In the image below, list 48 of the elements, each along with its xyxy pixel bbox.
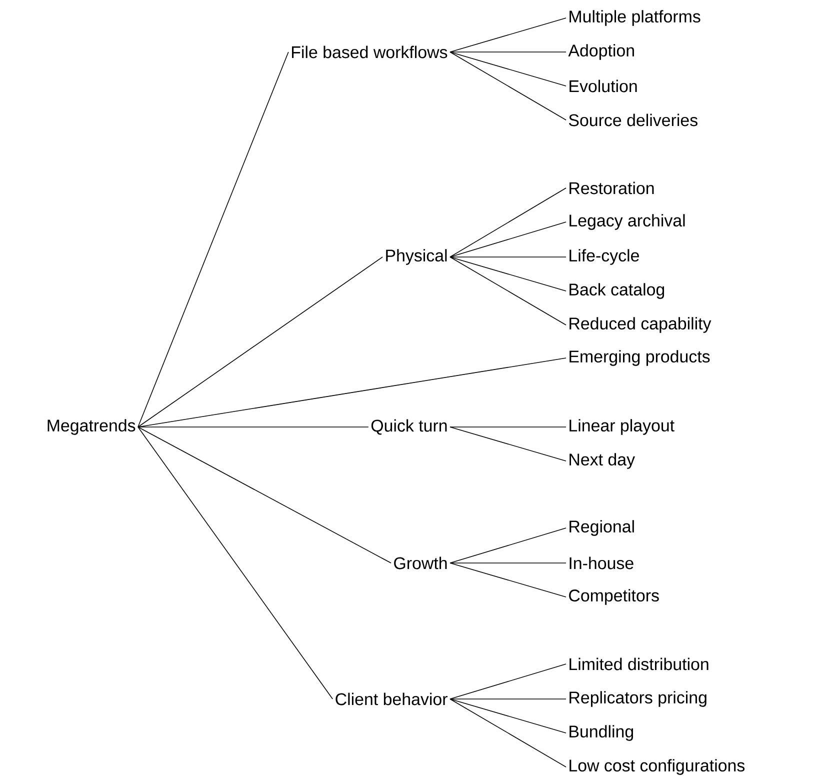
topic-text: Client behavior xyxy=(336,692,448,706)
connector-line xyxy=(138,426,334,700)
topic-text: Next day xyxy=(570,453,635,469)
connector-line xyxy=(450,256,566,258)
connector-line xyxy=(138,426,392,564)
topic-text: Back catalog xyxy=(570,283,664,299)
connector-line xyxy=(138,426,369,428)
topic-text: Source deliveries xyxy=(568,114,698,126)
topic-text: Regional xyxy=(570,520,634,536)
topic-text: Physical xyxy=(386,249,447,265)
topic-text: Life-cycle xyxy=(570,249,639,265)
topic-text: Megatrends xyxy=(48,419,136,435)
topic-text: Competitors xyxy=(569,589,659,605)
topic-text: Multiple platforms xyxy=(570,10,700,26)
connector-line xyxy=(450,222,566,258)
connector-line xyxy=(450,664,566,700)
connector-line xyxy=(138,358,566,428)
connector-line xyxy=(450,188,566,258)
topic-text: File based workflows xyxy=(292,46,448,58)
topic-text: Replicators pricing xyxy=(570,691,706,707)
connector-line xyxy=(450,698,566,700)
connector-line xyxy=(450,528,566,564)
topic-text: Limited distribution xyxy=(570,658,708,670)
connector-line xyxy=(450,52,566,120)
topic-text: Adoption xyxy=(568,44,634,60)
topic-text: In-house xyxy=(570,556,634,570)
connector-line xyxy=(450,698,566,734)
connector-line xyxy=(450,698,566,768)
connector-line xyxy=(450,256,566,326)
topic-text: Reduced capability xyxy=(570,317,712,333)
connector-line xyxy=(138,52,289,428)
topic-text: Legacy archival xyxy=(570,214,685,230)
topic-text: Quick turn xyxy=(371,419,447,435)
connector-line xyxy=(450,426,566,428)
topic-text: Bundling xyxy=(570,725,634,741)
topic-text: Growth xyxy=(394,556,447,570)
topic-text: Low cost configurations xyxy=(570,759,745,775)
connector-line xyxy=(450,562,566,598)
topic-text: Linear playout xyxy=(570,419,674,435)
connector-line xyxy=(450,562,566,564)
topic-text: Restoration xyxy=(570,182,654,194)
connector-line xyxy=(450,18,566,52)
connector-line xyxy=(138,256,383,428)
topic-text: Evolution xyxy=(570,80,637,92)
topic-text: Emerging products xyxy=(570,350,710,366)
connector-line xyxy=(450,52,566,86)
connector-line xyxy=(450,426,566,462)
connector-line xyxy=(450,256,566,292)
